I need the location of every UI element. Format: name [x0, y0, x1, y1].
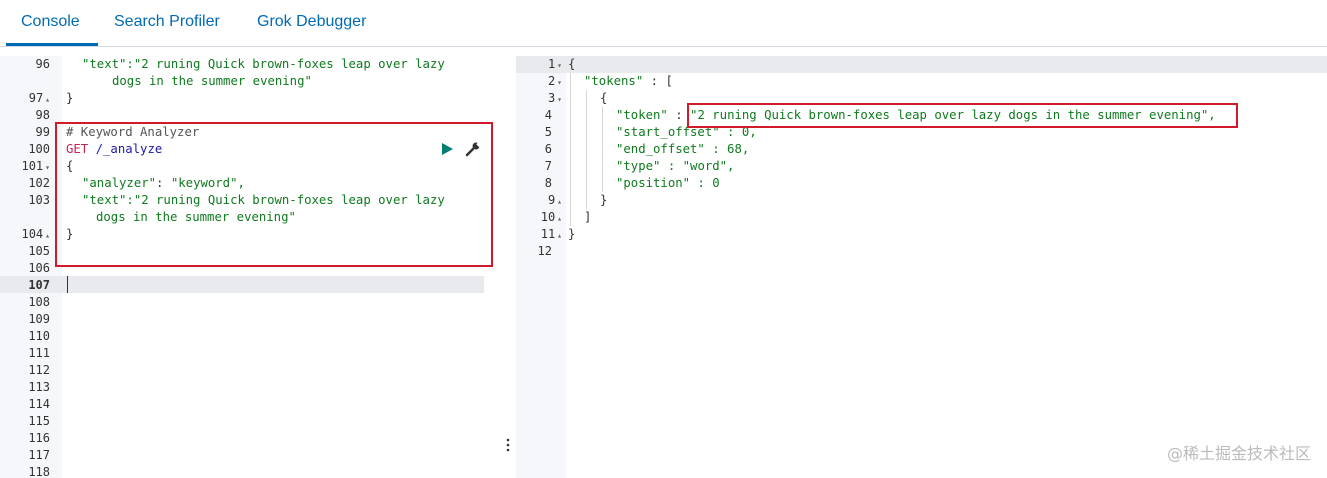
line-number: 107 — [28, 278, 50, 292]
code-line: dogs in the summer evening" — [96, 210, 296, 224]
fold-caret-icon[interactable]: ▴ — [557, 231, 562, 240]
code-line: "text":"2 runing Quick brown-foxes leap … — [82, 193, 445, 207]
request-line: GET /_analyze — [66, 141, 162, 158]
response-gutter — [516, 56, 566, 478]
json-key: "token" — [616, 108, 668, 122]
code-line: "text":"2 runing Quick brown-foxes leap … — [82, 57, 445, 71]
line-number: 109 — [28, 312, 50, 326]
line-number: 115 — [28, 414, 50, 428]
code-line: } — [66, 91, 74, 105]
indent-guide — [586, 90, 587, 209]
fold-caret-icon[interactable]: ▴ — [557, 214, 562, 223]
code-line: "position" : 0 — [616, 176, 720, 190]
fold-caret-icon[interactable]: ▾ — [557, 61, 562, 70]
code-line: { — [66, 159, 74, 173]
tab-grok-debugger[interactable]: Grok Debugger — [257, 13, 367, 30]
app-tabs: Console Search Profiler Grok Debugger — [0, 0, 1327, 47]
fold-caret-icon[interactable]: ▴ — [557, 197, 562, 206]
line-number: 110 — [28, 329, 50, 343]
active-line-highlight — [0, 276, 484, 293]
code-line: dogs in the summer evening" — [112, 74, 312, 88]
code-line: } — [568, 227, 576, 241]
line-number: 8 — [544, 176, 552, 190]
line-number: 3▾ — [547, 91, 562, 105]
json-key: "type" — [616, 159, 661, 173]
code-line: { — [600, 91, 608, 105]
watermark: @稀土掘金技术社区 — [1166, 444, 1311, 463]
code-comment: # Keyword Analyzer — [66, 125, 200, 139]
code-line: "end_offset" : 68, — [616, 142, 750, 156]
line-number: 99 — [35, 125, 50, 139]
line-number: 1▾ — [547, 57, 562, 71]
code-line: "tokens" : [ — [584, 74, 673, 88]
fold-caret-icon[interactable]: ▴ — [45, 231, 50, 240]
line-number: 108 — [28, 295, 50, 309]
line-number: 111 — [28, 346, 50, 360]
line-number: 10▴ — [540, 210, 562, 224]
line-number: 118 — [28, 465, 50, 478]
line-number: 112 — [28, 363, 50, 377]
play-icon[interactable] — [439, 141, 455, 157]
line-number: 113 — [28, 380, 50, 394]
line-number: 98 — [35, 108, 50, 122]
line-number: 104▴ — [21, 227, 50, 241]
json-key: "position" — [616, 176, 691, 190]
code-line: } — [600, 193, 608, 207]
text-cursor — [67, 276, 68, 293]
line-number: 9▴ — [547, 193, 562, 207]
line-number: 12 — [537, 244, 552, 258]
json-key: "tokens" — [584, 74, 644, 88]
line-number: 2▾ — [547, 74, 562, 88]
response-viewer[interactable]: 1▾ 2▾ 3▾ 4 5 6 7 8 9▴ 10▴ 11▴ 12 { "toke… — [516, 56, 1327, 478]
highlighted-token-box — [687, 103, 1238, 128]
request-path: /_analyze — [95, 142, 163, 156]
code-line: ] — [584, 210, 592, 224]
request-editor[interactable]: 96 97▴ 98 99 100 101▾ 102 103 104▴ 105 1… — [0, 56, 500, 478]
indent-guide — [602, 107, 603, 192]
request-gutter — [0, 56, 62, 478]
code-line: "token" : "2 runing Quick brown-foxes le… — [616, 108, 1216, 122]
fold-caret-icon[interactable]: ▾ — [45, 163, 50, 172]
line-number: 103 — [28, 193, 50, 207]
json-key: "start_offset" — [616, 125, 720, 139]
line-number: 4 — [544, 108, 552, 122]
tab-search-profiler[interactable]: Search Profiler — [114, 13, 220, 30]
http-method: GET — [66, 142, 89, 156]
line-number: 106 — [28, 261, 50, 275]
line-number: 5 — [544, 125, 552, 139]
line-number: 102 — [28, 176, 50, 190]
json-value: "keyword", — [170, 176, 245, 190]
fold-caret-icon[interactable]: ▾ — [557, 78, 562, 87]
json-key: "end_offset" — [616, 142, 705, 156]
highlighted-request-box — [55, 122, 493, 267]
line-number: 96 — [35, 57, 50, 71]
line-number: 101▾ — [21, 159, 50, 173]
code-line: { — [568, 57, 576, 71]
code-line: "type" : "word", — [616, 159, 735, 173]
token-value: "2 runing Quick brown-foxes leap over la… — [690, 108, 1216, 122]
code-line: } — [66, 227, 74, 241]
line-number: 100 — [28, 142, 50, 156]
indent-guide — [570, 73, 571, 226]
code-line: "analyzer": "keyword", — [82, 176, 245, 190]
line-number: 7 — [544, 159, 552, 173]
pane-resizer[interactable] — [500, 56, 516, 478]
line-number: 6 — [544, 142, 552, 156]
line-number: 97▴ — [28, 91, 50, 105]
line-number: 117 — [28, 448, 50, 462]
line-number: 116 — [28, 431, 50, 445]
wrench-icon[interactable] — [465, 141, 482, 157]
line-number: 11▴ — [540, 227, 562, 241]
tab-console[interactable]: Console — [6, 0, 98, 46]
line-number: 105 — [28, 244, 50, 258]
fold-caret-icon[interactable]: ▾ — [557, 95, 562, 104]
code-line: "start_offset" : 0, — [616, 125, 757, 139]
fold-caret-icon[interactable]: ▴ — [45, 95, 50, 104]
active-line-highlight — [516, 56, 1327, 73]
line-number: 114 — [28, 397, 50, 411]
json-key: "analyzer" — [82, 176, 157, 190]
